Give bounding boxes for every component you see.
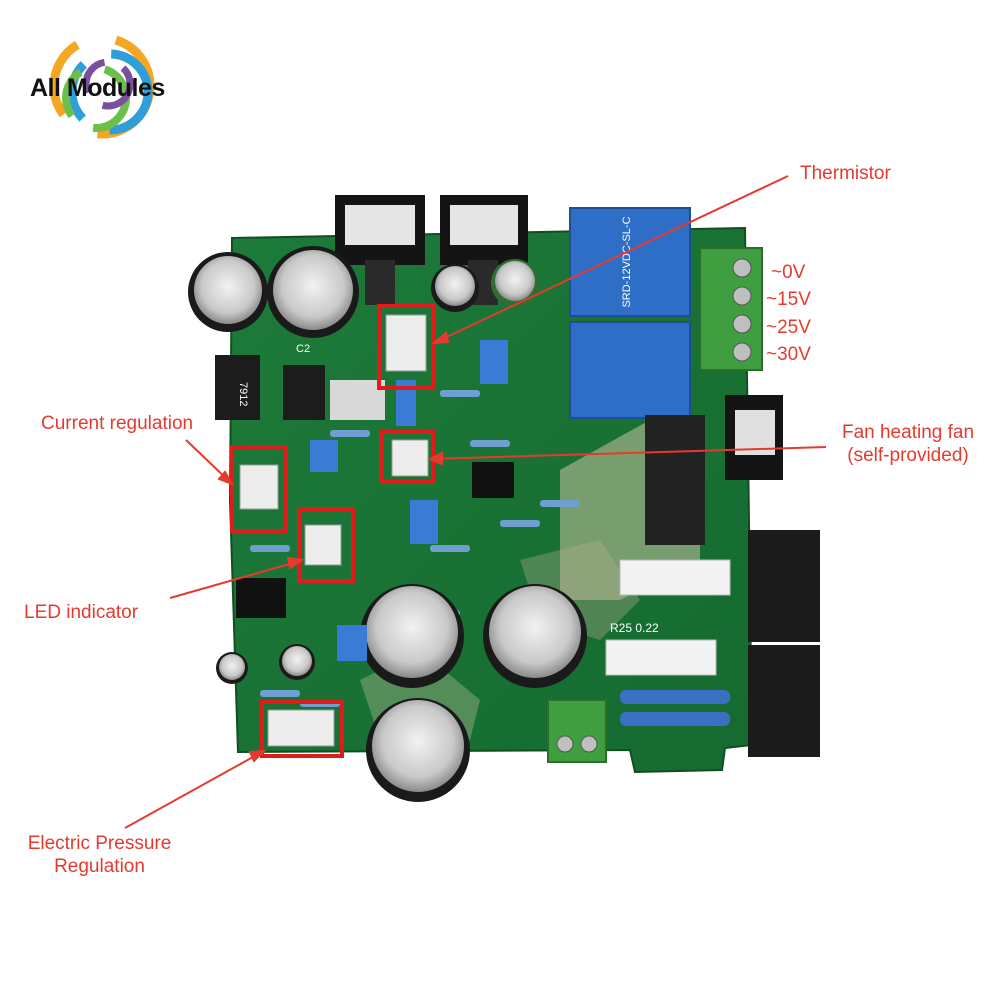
voltage-regulator bbox=[215, 355, 385, 420]
heatsink-right bbox=[725, 395, 783, 480]
callout-led-indicator: LED indicator bbox=[24, 602, 139, 623]
relay-bottom bbox=[569, 321, 691, 419]
callout-pressure: Electric Pressure Regulation bbox=[12, 832, 187, 878]
regulator-label: 7912 bbox=[237, 382, 249, 406]
capacitor-big-bottom bbox=[366, 698, 470, 802]
capacitor-green bbox=[491, 259, 539, 307]
relay-top bbox=[569, 207, 691, 317]
callout-fan-line1: Fan heating fan bbox=[841, 422, 975, 443]
cap-c2-label: C2 bbox=[296, 343, 310, 355]
trim-pots bbox=[310, 340, 508, 661]
bias-resistors bbox=[620, 690, 730, 726]
ic-chip-2 bbox=[236, 578, 286, 618]
terminal-label-25v: ~25V bbox=[766, 317, 811, 338]
logo-text: All Modules bbox=[30, 74, 165, 102]
callout-fan: Fan heating fan (self-provided) bbox=[828, 421, 988, 467]
power-transistor-top bbox=[748, 530, 820, 642]
capacitor-top-left-2 bbox=[267, 246, 359, 338]
capacitor-top-left bbox=[188, 252, 268, 332]
large-transistor bbox=[645, 415, 705, 545]
callout-thermistor: Thermistor bbox=[800, 163, 891, 184]
terminal-label-15v: ~15V bbox=[766, 289, 811, 310]
terminal-label-0v: ~0V bbox=[771, 262, 806, 283]
callout-fan-line2: (self-provided) bbox=[847, 445, 969, 466]
terminal-block bbox=[699, 247, 763, 371]
heatsink-left bbox=[335, 195, 425, 305]
capacitor-big-right bbox=[483, 584, 587, 688]
callout-current-regulation: Current regulation bbox=[41, 413, 194, 434]
callout-pressure-line2: Regulation bbox=[54, 856, 145, 877]
capacitor-big-left bbox=[360, 584, 464, 688]
capacitor-mid-small bbox=[431, 264, 479, 312]
output-terminal bbox=[547, 699, 607, 763]
ceramic-resistor-2 bbox=[605, 639, 717, 676]
terminal-label-30v: ~30V bbox=[766, 344, 811, 365]
power-transistor-bottom bbox=[748, 645, 820, 757]
ic-chip-1 bbox=[472, 462, 514, 498]
resistor-label: R25 0.22 bbox=[610, 621, 659, 635]
capacitor-small-left bbox=[216, 644, 315, 684]
white-connectors bbox=[239, 314, 429, 747]
logo-icon bbox=[49, 33, 155, 139]
callout-lines bbox=[124, 175, 827, 829]
callout-pressure-line1: Electric Pressure bbox=[27, 833, 172, 854]
relay-text: SRD-12VDC-SL-C bbox=[621, 216, 633, 307]
ceramic-resistor-1 bbox=[619, 559, 731, 596]
heatsink-middle bbox=[440, 195, 528, 305]
